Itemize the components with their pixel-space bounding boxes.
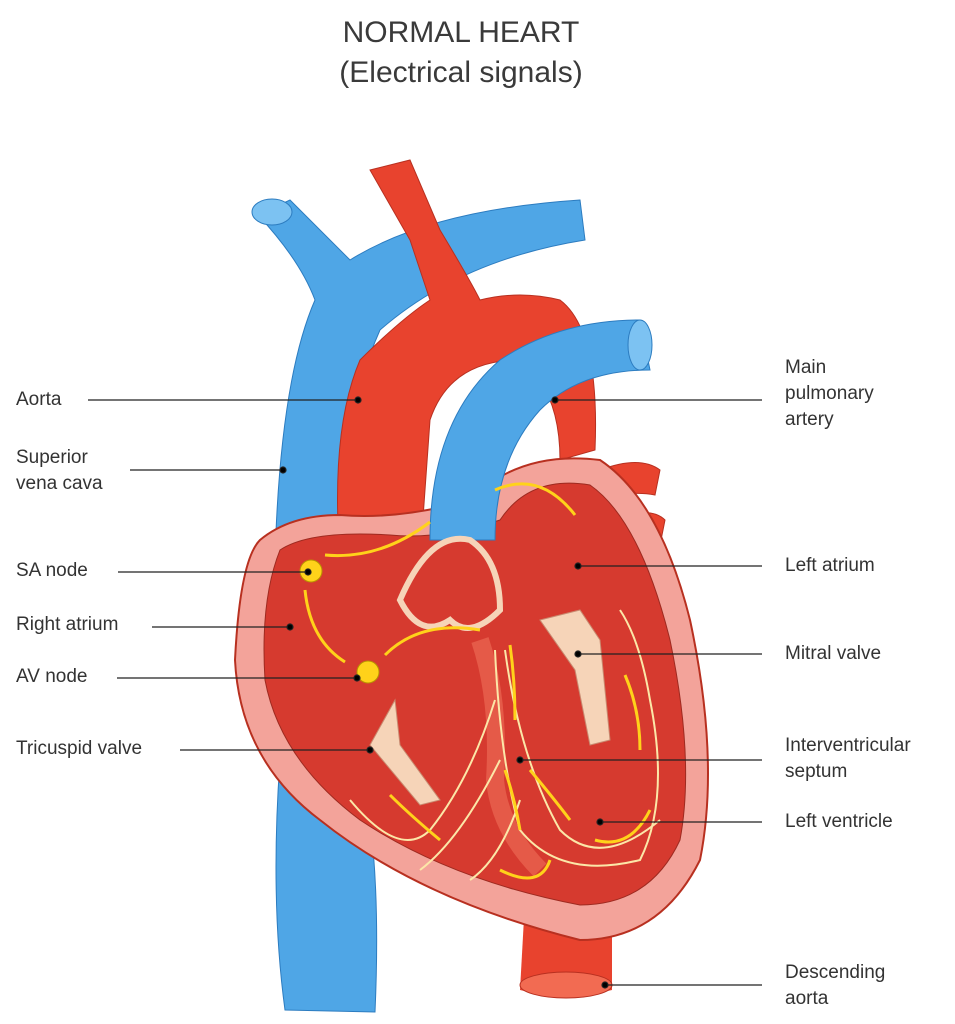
label-line: pulmonary [785, 383, 874, 404]
leader-lines [88, 396, 762, 989]
label-right-atrium: Right atrium [16, 614, 119, 635]
label-tricuspid-valve: Tricuspid valve [16, 738, 143, 759]
diagram-title: NORMAL HEART [342, 16, 580, 49]
mitral-valve-shape [539, 609, 611, 746]
diagram-subtitle: (Electrical signals) [339, 56, 583, 89]
av-node-dot [356, 660, 380, 684]
label-descending-aorta: Descending aorta [785, 960, 885, 1012]
label-line: Superior [16, 447, 88, 468]
label-sa-node: SA node [16, 560, 88, 581]
label-left-atrium: Left atrium [785, 555, 875, 576]
pulmonary-valve-shape [396, 535, 504, 631]
pulmonary-artery-shape [429, 319, 653, 541]
label-line: Interventricular [785, 735, 911, 756]
label-mitral-valve: Mitral valve [785, 643, 882, 664]
label-line: Descending [785, 962, 886, 983]
signal-arrows [303, 482, 652, 880]
label-line: septum [785, 761, 848, 782]
label-left-ventricle: Left ventricle [785, 811, 893, 832]
label-line: Main [785, 357, 827, 378]
tricuspid-valve-shape [369, 698, 441, 806]
label-line: aorta [785, 988, 829, 1009]
label-line: vena cava [16, 473, 103, 494]
label-av-node: AV node [16, 666, 88, 687]
label-interventricular-septum: Interventricular septum [785, 733, 911, 785]
label-aorta: Aorta [16, 389, 62, 410]
label-line: artery [785, 409, 834, 430]
label-superior-vena-cava: Superior vena cava [16, 445, 103, 497]
septum-shape [471, 637, 547, 877]
label-main-pulmonary-artery: Main pulmonary artery [785, 355, 874, 433]
